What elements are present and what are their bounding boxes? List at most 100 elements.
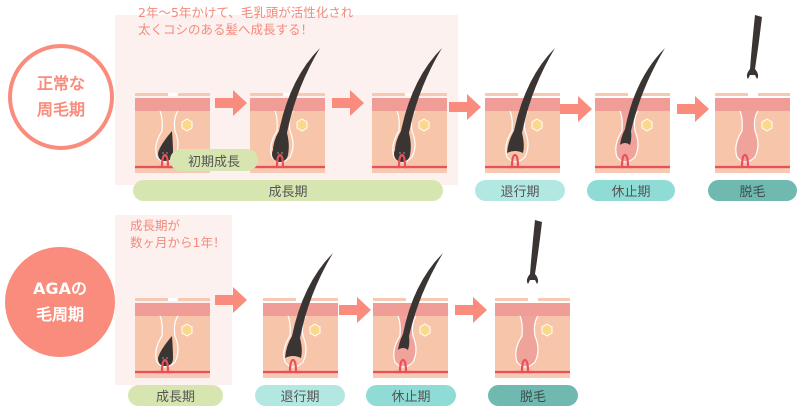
follicle-shedding — [715, 15, 790, 173]
dermal-papilla — [285, 358, 301, 374]
aga-cycle-label: AGAの 毛周期 — [33, 279, 87, 324]
hair-shaft — [620, 48, 665, 145]
hair-shaft — [398, 253, 443, 350]
sebaceous-gland-icon — [309, 323, 321, 337]
phase-early-growth: 初期成長 — [170, 149, 258, 171]
arrow-right-icon — [455, 297, 487, 323]
subcutis — [485, 169, 560, 173]
subcutis — [715, 169, 790, 173]
arrow-right-icon — [215, 287, 247, 313]
dermal-papilla — [157, 153, 173, 169]
phase-anagen-label: 成長期 — [268, 185, 308, 200]
dermal-papilla — [737, 153, 753, 169]
aga-follicle-shedding — [495, 220, 570, 378]
shed-hair — [526, 220, 542, 284]
sebaceous-gland-icon — [419, 323, 431, 337]
hair-shaft — [394, 48, 442, 155]
aga-phase-catagen: 退行期 — [255, 385, 345, 406]
phase-anagen: 成長期 — [133, 180, 443, 201]
phase-early-growth-label: 初期成長 — [187, 154, 240, 170]
subcutis — [373, 374, 448, 378]
aga-phase-telogen-label: 休止期 — [391, 390, 431, 405]
aga-note-line1: 成長期が — [130, 218, 181, 233]
subcutis — [372, 169, 447, 173]
aga-phase-telogen: 休止期 — [366, 385, 456, 406]
phase-shedding-label: 脱毛 — [739, 185, 766, 200]
aga-follicle-telogen — [373, 253, 448, 378]
skin-band — [135, 303, 210, 316]
dermal-papilla — [617, 153, 633, 169]
aga-cycle-badge: AGAの 毛周期 — [5, 247, 115, 357]
phase-telogen-label: 休止期 — [611, 185, 651, 200]
phase-shedding: 脱毛 — [708, 180, 797, 201]
gap — [628, 93, 638, 96]
hair-shaft — [285, 253, 333, 358]
sebaceous-gland-icon — [181, 323, 193, 337]
sebaceous-gland-icon — [296, 118, 308, 132]
gap — [168, 298, 178, 301]
skin-band — [135, 98, 210, 111]
aga-note: 成長期が 数ヶ月から1年！ — [130, 217, 225, 251]
follicle-catagen — [485, 48, 560, 173]
subcutis — [250, 169, 325, 173]
sebaceous-gland-icon — [418, 118, 430, 132]
arrow-right-icon — [560, 96, 592, 122]
subcutis — [135, 374, 210, 378]
dermal-papilla — [507, 153, 523, 169]
aga-follicle-anagen — [135, 298, 210, 378]
subcutis — [595, 169, 670, 173]
gap — [168, 93, 178, 96]
skin-band — [495, 303, 570, 316]
dermal-papilla — [395, 358, 411, 374]
phase-catagen: 退行期 — [475, 180, 565, 201]
dermal-papilla — [272, 153, 288, 169]
arrow-right-icon — [449, 94, 481, 120]
growth-note: 2年〜5年かけて、毛乳頭が活性化され 太くコシのある髪へ成長する！ — [138, 4, 353, 38]
growth-note-line1: 2年〜5年かけて、毛乳頭が活性化され — [138, 5, 354, 20]
gap — [528, 298, 538, 301]
gap — [296, 298, 306, 301]
gap — [283, 93, 293, 96]
arrow-right-icon — [339, 297, 371, 323]
hair-bulb — [158, 131, 173, 161]
hair-shaft — [272, 48, 320, 155]
aga-phase-shedding-label: 脱毛 — [519, 390, 546, 405]
dermal-papilla — [394, 153, 410, 169]
aga-phase-catagen-label: 退行期 — [280, 390, 320, 405]
gap — [405, 93, 415, 96]
skin-band — [715, 98, 790, 111]
aga-phase-anagen-label: 成長期 — [155, 390, 195, 405]
sebaceous-gland-icon — [181, 118, 193, 132]
aga-phase-shedding: 脱毛 — [488, 385, 578, 406]
aga-note-line2: 数ヶ月から1年！ — [130, 235, 226, 250]
normal-cycle-badge: 正常な 周毛期 — [8, 44, 114, 150]
dermal-papilla — [517, 358, 533, 374]
follicle-early-growth — [135, 93, 210, 173]
follicle-telogen — [595, 48, 670, 173]
subcutis — [495, 374, 570, 378]
subcutis — [263, 374, 338, 378]
dermal-papilla — [157, 358, 173, 374]
arrow-right-icon — [215, 90, 247, 116]
phase-telogen: 休止期 — [587, 180, 675, 201]
follicle-sheath — [515, 315, 539, 368]
gap — [406, 298, 416, 301]
growth-note-line2: 太くコシのある髪へ成長する！ — [138, 22, 314, 37]
sebaceous-gland-icon — [531, 118, 543, 132]
phase-catagen-label: 退行期 — [500, 185, 540, 200]
follicle-anagen-1 — [250, 48, 325, 173]
follicle-anagen-2 — [372, 48, 447, 173]
hair-shaft — [507, 48, 555, 153]
sebaceous-gland-icon — [761, 118, 773, 132]
aga-phase-anagen: 成長期 — [128, 385, 223, 406]
gap — [748, 93, 758, 96]
aga-follicle-catagen — [263, 253, 338, 378]
arrow-right-icon — [332, 90, 364, 116]
arrow-right-icon — [677, 96, 709, 122]
normal-cycle-label: 正常な 周毛期 — [36, 74, 85, 119]
sebaceous-gland-icon — [541, 323, 553, 337]
hair-bulb — [158, 336, 173, 366]
subcutis — [135, 169, 210, 173]
follicle-sheath — [735, 110, 759, 163]
shed-hair — [746, 15, 762, 79]
